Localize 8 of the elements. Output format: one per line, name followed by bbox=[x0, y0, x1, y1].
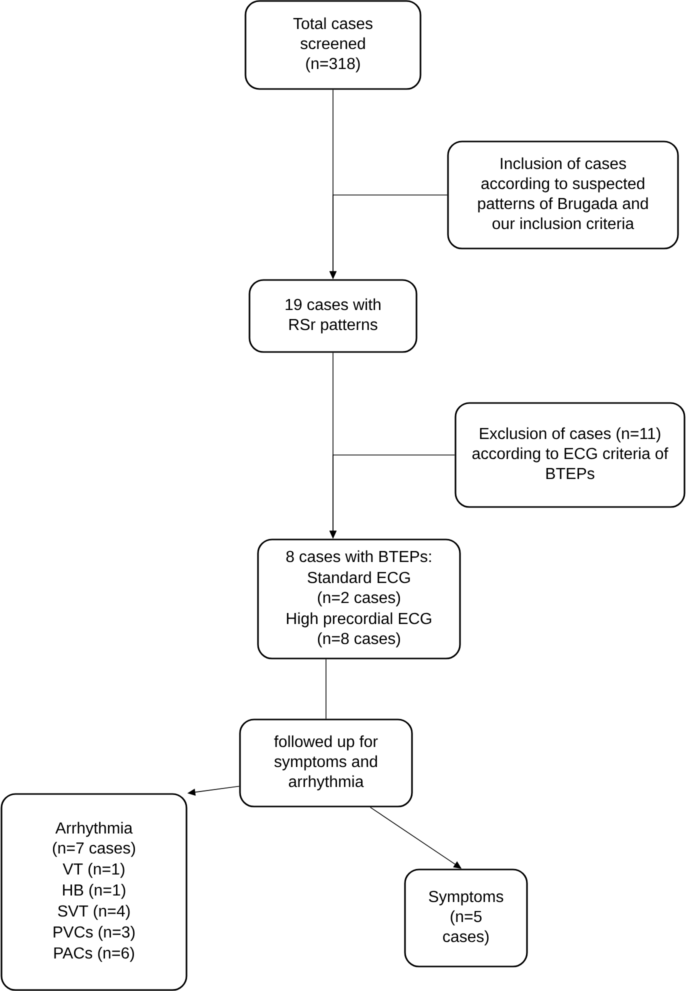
process-box: Symptoms (n=5 cases) bbox=[404, 868, 528, 968]
process-box: followed up for symptoms and arrhythmia bbox=[239, 718, 413, 808]
process-box: Total cases screened (n=318) bbox=[244, 0, 422, 90]
process-box: 19 cases with RSr patterns bbox=[248, 279, 418, 353]
process-box: Inclusion of cases according to suspected patterns of Brugada and our inclusion criteria bbox=[447, 140, 679, 250]
process-box: Exclusion of cases (n=11) according to ECG criteria of BTEPs bbox=[454, 402, 686, 508]
process-box: Arrhythmia (n=7 cases) VT (n=1) HB (n=1) SVT (n=4) PVCs (n=3) PACs (n=6) bbox=[0, 793, 188, 991]
process-box: 8 cases with BTEPs: Standard ECG (n=2 cases) High precordial ECG (n=8 cases) bbox=[257, 538, 461, 660]
